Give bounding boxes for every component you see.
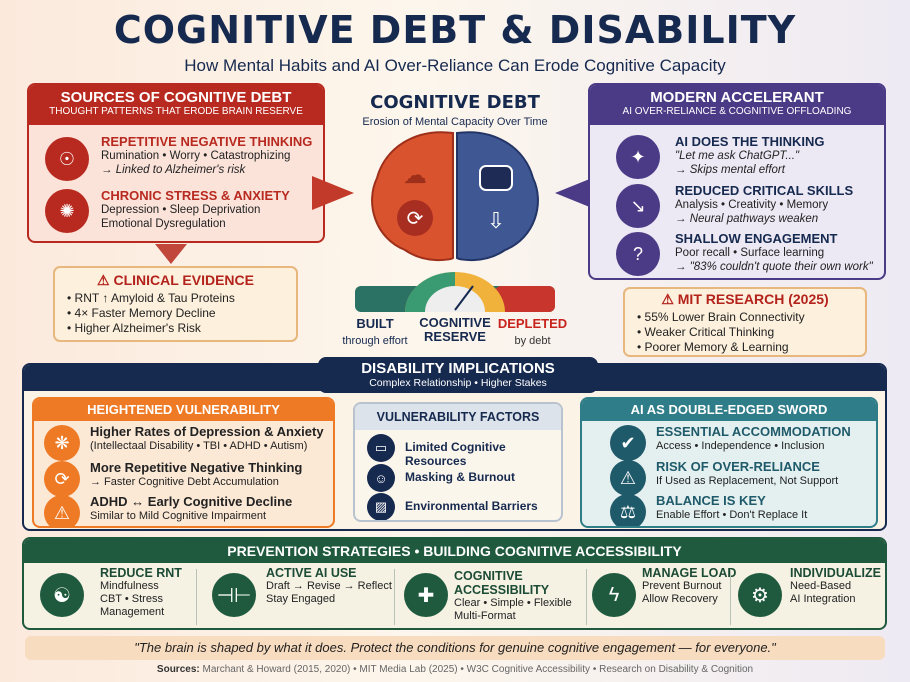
quote-banner: "The brain is shaped by what it does. Pr…: [25, 636, 885, 660]
sources-title: SOURCES OF COGNITIVE DEBT: [60, 89, 292, 106]
puzzle-icon: ✚: [404, 573, 448, 617]
page-subtitle: How Mental Habits and AI Over-Reliance C…: [184, 56, 726, 75]
brain-circuit-icon: ✦: [616, 135, 660, 179]
lightning-icon: ϟ: [592, 573, 636, 617]
cognitive-reserve-gauge: [355, 272, 555, 312]
barrier-icon: ▨: [367, 493, 395, 520]
cycle-icon: ⟳: [44, 461, 80, 497]
battery-icon: ▭: [367, 434, 395, 462]
head-spiral-icon: ☉: [45, 137, 89, 181]
heightened-vulnerability-panel: HEIGHTENED VULNERABILITY ❋ Higher Rates …: [32, 397, 335, 528]
accelerant-item: AI DOES THE THINKING"Let me ask ChatGPT.…: [675, 134, 825, 177]
arrow-down-icon: [155, 244, 187, 264]
warning-icon: ⚠: [610, 460, 646, 496]
prevention-section: PREVENTION STRATEGIES • BUILDING COGNITI…: [22, 537, 887, 630]
person-gear-icon: ⚙: [738, 573, 782, 617]
lightbulb-question-icon: ?: [616, 232, 660, 276]
clinical-evidence-box: ⚠ CLINICAL EVIDENCE • RNT ↑ Amyloid & Ta…: [53, 266, 298, 342]
sources-footer: Sources: Marchant & Howard (2015, 2020) …: [156, 664, 754, 675]
scales-icon: ⚖: [610, 494, 646, 526]
dumbbell-icon: ⊣⊢: [212, 573, 256, 617]
sources-panel: SOURCES OF COGNITIVE DEBT THOUGHT PATTER…: [27, 83, 325, 243]
ai-sword-panel: AI AS DOUBLE-EDGED SWORD ✔ ESSENTIAL ACC…: [580, 397, 878, 528]
stressed-person-icon: ✺: [45, 189, 89, 233]
center-subtitle: Erosion of Mental Capacity Over Time: [362, 116, 548, 128]
accelerant-panel: MODERN ACCELERANT AI OVER-RELIANCE & COG…: [588, 83, 886, 280]
arrow-right-icon: [312, 176, 354, 210]
meditation-icon: ☯: [40, 573, 84, 617]
checkmark-icon: ✔: [610, 425, 646, 461]
svg-text:☁: ☁: [403, 162, 427, 189]
warning-icon: ⚠: [661, 291, 678, 307]
svg-text:⟳: ⟳: [407, 208, 424, 230]
sources-subtitle: THOUGHT PATTERNS THAT ERODE BRAIN RESERV…: [49, 106, 303, 117]
declining-chart-icon: ↘: [616, 184, 660, 228]
vulnerability-factors-panel: VULNERABILITY FACTORS ▭ Limited Cognitiv…: [353, 402, 563, 522]
center-title: COGNITIVE DEBT: [370, 92, 540, 113]
disability-header: DISABILITY IMPLICATIONS Complex Relation…: [318, 357, 598, 393]
page-title: COGNITIVE DEBT & DISABILITY: [113, 8, 797, 52]
svg-text:⇩: ⇩: [487, 208, 505, 233]
warning-icon: ⚠: [97, 272, 114, 288]
brain-icon: ❋: [44, 425, 80, 461]
warning-icon: ⚠: [44, 495, 80, 526]
mit-research-box: ⚠ MIT RESEARCH (2025) • 55% Lower Brain …: [623, 287, 867, 357]
brain-illustration: ⟳ ☁ ⇩: [371, 131, 539, 262]
mask-icon: ☺: [367, 464, 395, 492]
